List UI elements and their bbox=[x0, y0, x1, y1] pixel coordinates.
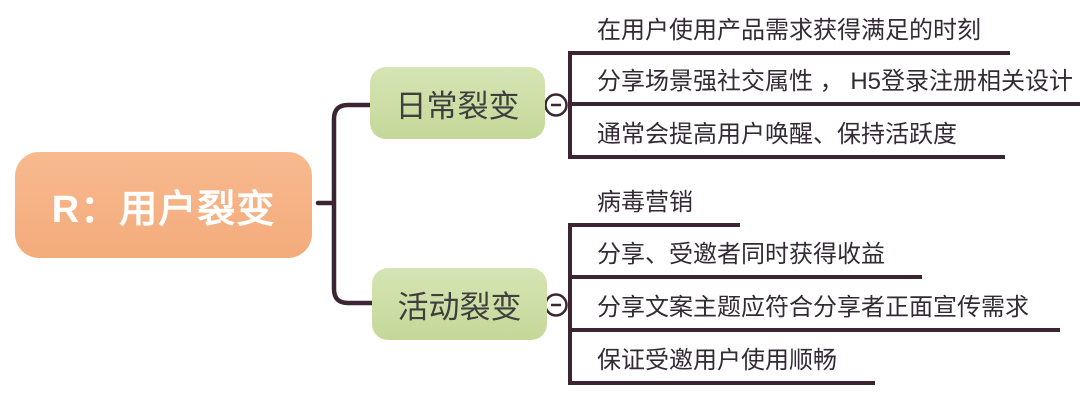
root-branch-connector bbox=[315, 102, 377, 306]
collapse-circle-icon[interactable] bbox=[544, 93, 568, 117]
collapse-toggle-activity[interactable] bbox=[544, 293, 568, 317]
root-node-user-fission[interactable]: R：用户裂变 bbox=[15, 152, 312, 258]
collapse-circle-icon[interactable] bbox=[544, 293, 568, 317]
leaf-topic[interactable]: 在用户使用产品需求获得满足的时刻 bbox=[570, 11, 1010, 55]
branch-node-daily-fission[interactable]: 日常裂变 bbox=[370, 67, 545, 139]
branch-node-activity-fission[interactable]: 活动裂变 bbox=[372, 268, 547, 340]
leaf-topic[interactable]: 分享、受邀者同时获得收益 bbox=[570, 235, 922, 279]
leaf-topic[interactable]: 分享场景强社交属性 ， H5登录注册相关设计 bbox=[570, 62, 1080, 106]
leaf-topic[interactable]: 病毒营销 bbox=[570, 183, 740, 227]
leaf-topic[interactable]: 分享文案主题应符合分享者正面宣传需求 bbox=[570, 288, 1060, 332]
leaf-topic[interactable]: 通常会提高用户唤醒、保持活跃度 bbox=[570, 115, 1005, 159]
leaf-topic[interactable]: 保证受邀用户使用顺畅 bbox=[570, 341, 875, 385]
activity-group-trunk-line bbox=[568, 223, 572, 385]
collapse-toggle-daily[interactable] bbox=[544, 93, 568, 117]
